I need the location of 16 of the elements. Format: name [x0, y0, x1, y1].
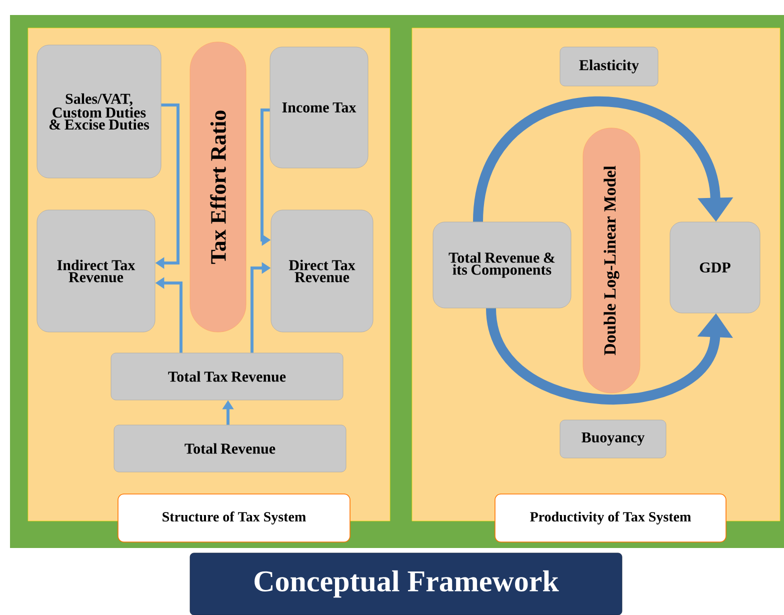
- vertical-pill: Tax Effort Ratio: [190, 42, 246, 332]
- title-banner: Conceptual Framework: [190, 552, 622, 615]
- process-box: Sales/VAT, Custom Duties & Excise Duties: [36, 44, 162, 178]
- process-box: Elasticity: [560, 46, 658, 86]
- section-label: Productivity of Tax System: [494, 494, 726, 542]
- process-box: GDP: [670, 222, 760, 314]
- process-box: Direct Tax Revenue: [270, 210, 374, 332]
- process-box: Total Revenue & its Components: [432, 222, 572, 308]
- vertical-pill: Double Log-Linear Model: [582, 128, 640, 394]
- process-box: Income Tax: [270, 46, 368, 168]
- process-box: Buoyancy: [560, 420, 666, 458]
- process-box: Indirect Tax Revenue: [36, 210, 156, 332]
- arrow: [473, 96, 734, 222]
- process-box: Total Tax Revenue: [110, 352, 344, 400]
- process-box: Total Revenue: [114, 424, 346, 472]
- section-label: Structure of Tax System: [118, 494, 350, 542]
